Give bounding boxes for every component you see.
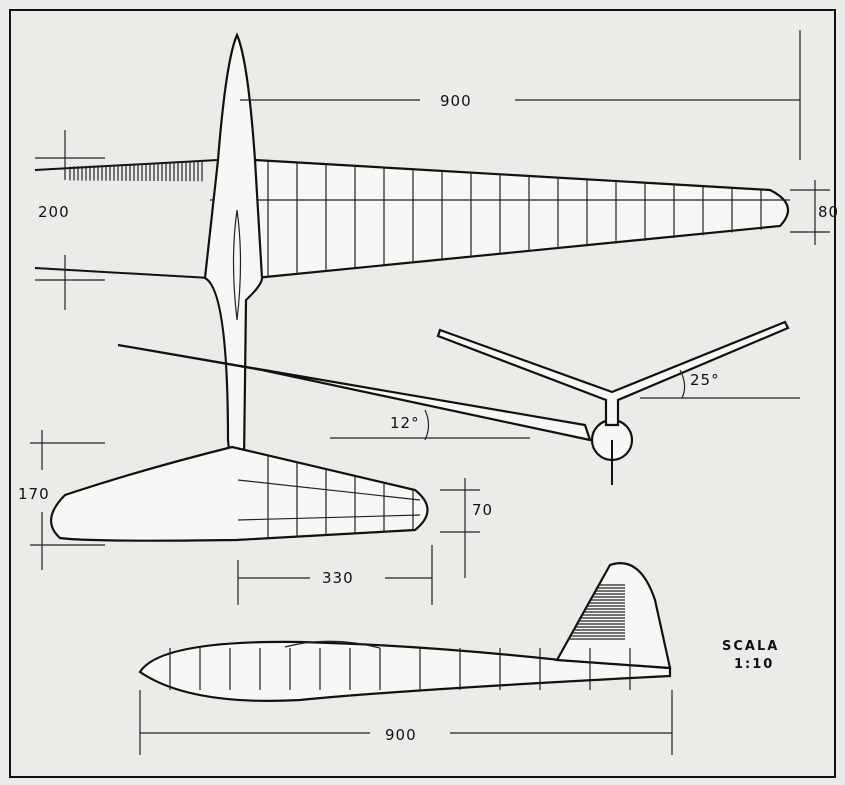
top-view-wing — [34, 158, 790, 280]
wing-root-chord-label: 200 — [38, 203, 70, 221]
tail-angle-label: 25° — [690, 371, 720, 389]
dihedral-angle-label: 12° — [390, 414, 420, 432]
front-view — [117, 320, 790, 485]
tail-span-label: 330 — [322, 569, 354, 587]
side-view — [138, 562, 672, 702]
scale-value: 1:10 — [734, 657, 774, 672]
tail-tip-chord-label: 70 — [472, 501, 493, 519]
fuselage-detail — [232, 209, 242, 321]
tail-root-chord-label: 170 — [18, 485, 50, 503]
wingspan-label: 900 — [440, 92, 472, 110]
wing-tip-chord-label: 80 — [818, 203, 839, 221]
top-view-stabilizer — [50, 445, 429, 542]
fuselage-length-label: 900 — [385, 726, 417, 744]
scale-label: SCALA — [722, 639, 779, 654]
dimension-lines — [30, 30, 830, 755]
drawing-border — [9, 9, 836, 778]
